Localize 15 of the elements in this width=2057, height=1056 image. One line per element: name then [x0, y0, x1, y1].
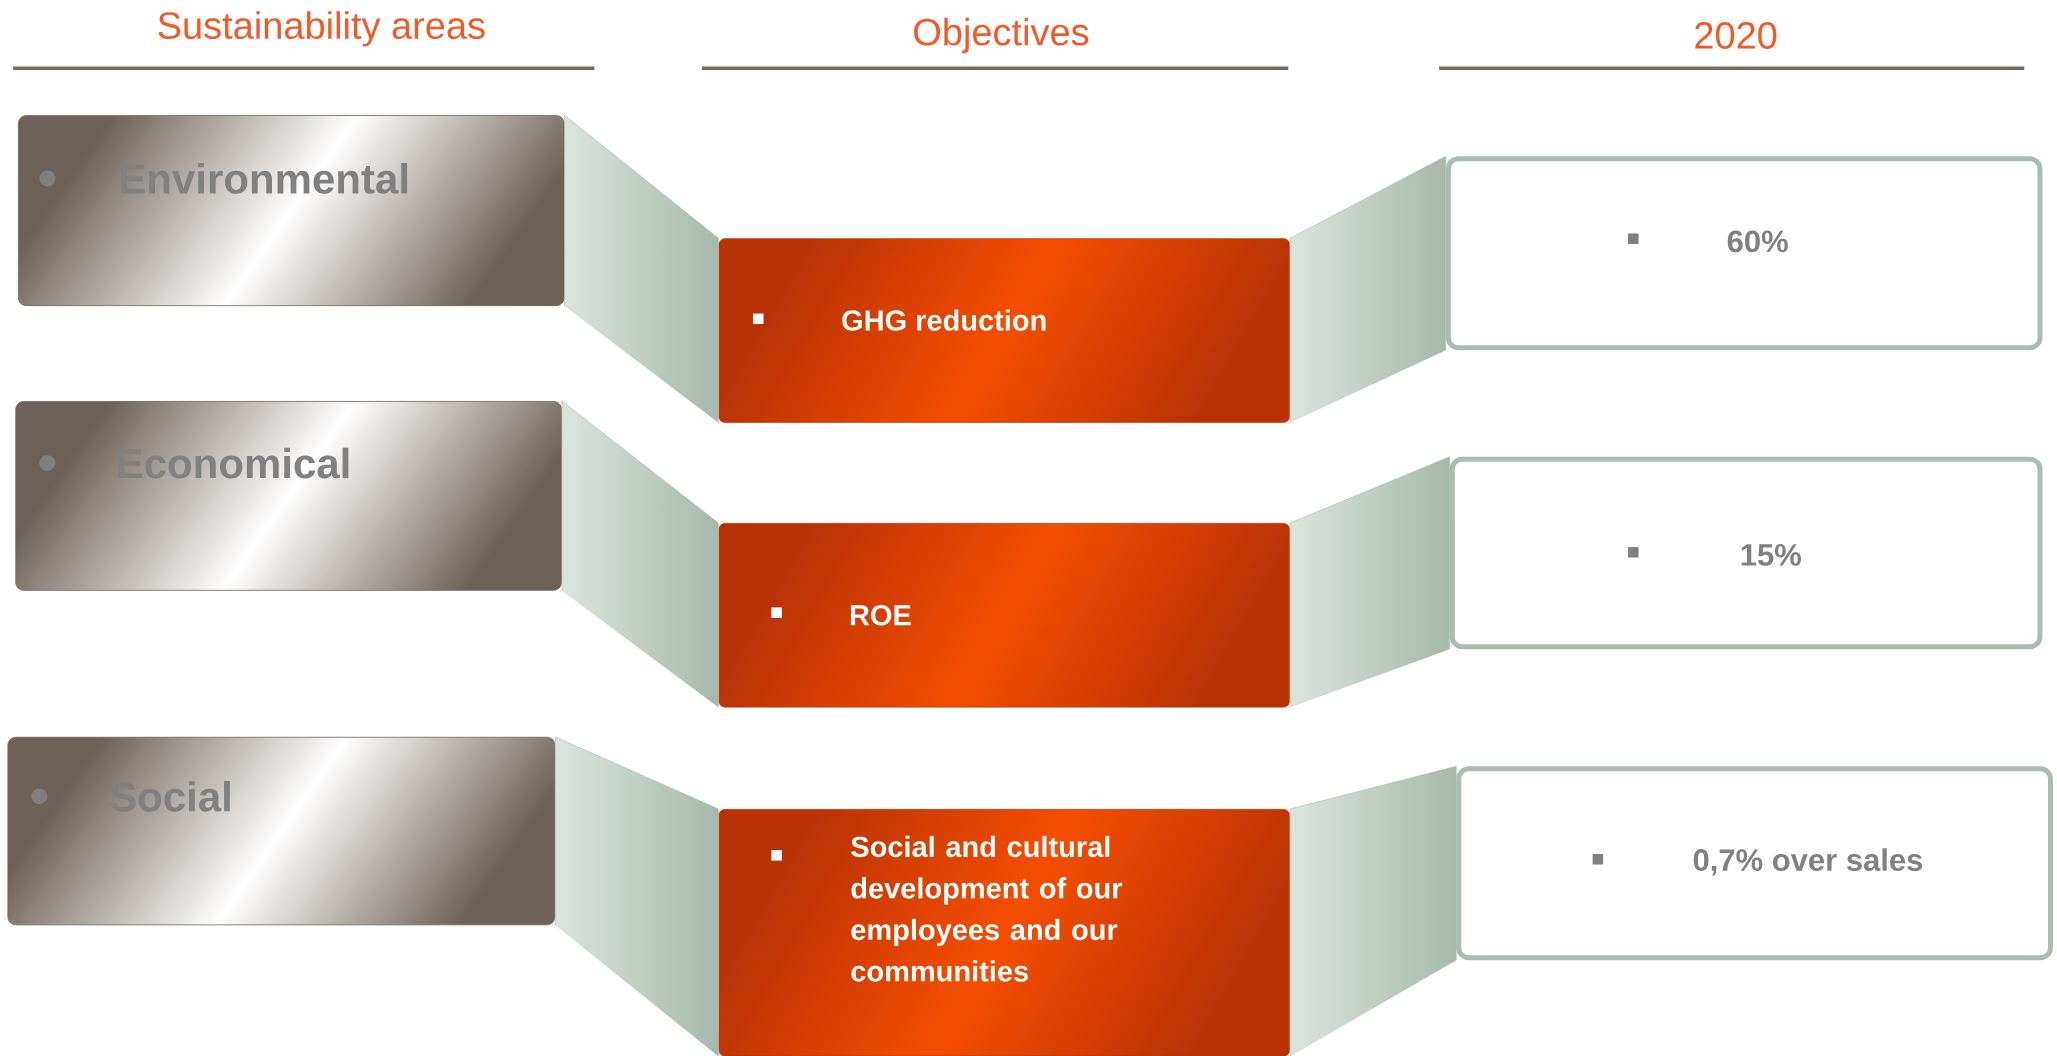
column-heading: 2020: [1695, 21, 1777, 49]
connector-wedge: [1289, 155, 1447, 424]
connector-wedge: [1289, 765, 1457, 1056]
target-box: 15%: [1449, 456, 2043, 650]
connector-wedge: [555, 736, 719, 1056]
objective-box: Social and cultural development of our employees and our communities: [718, 809, 1290, 1056]
column-heading: Objectives: [914, 17, 1089, 54]
connector-wedge: [564, 114, 719, 424]
objective-box: GHG reduction: [718, 238, 1290, 423]
target-box: 60%: [1445, 156, 2043, 351]
column-heading: Sustainability areas: [158, 11, 485, 47]
connector-wedge: [1289, 456, 1451, 708]
target-box: 0,7% over sales: [1456, 766, 2053, 961]
connector-wedge: [561, 400, 719, 708]
objective-box: ROE: [718, 523, 1290, 708]
